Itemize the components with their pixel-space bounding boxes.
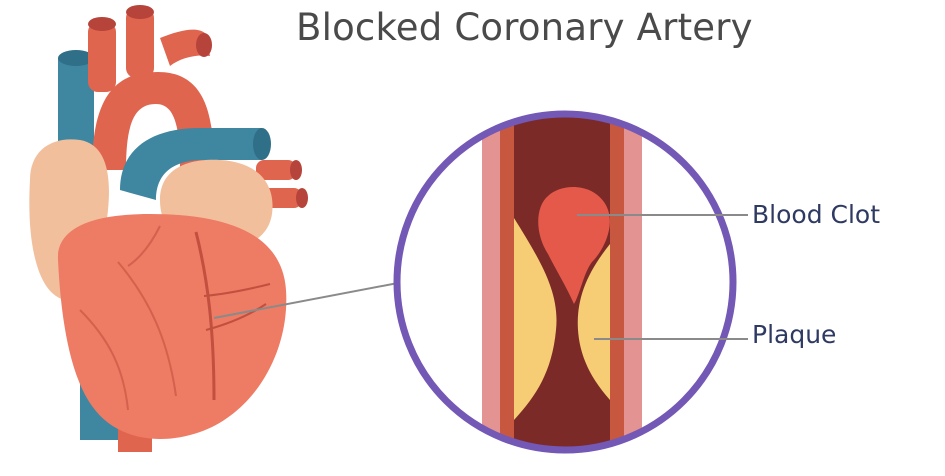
blood-clot-label: Blood Clot — [752, 200, 880, 229]
ventricles — [58, 214, 286, 439]
plaque-label: Plaque — [752, 320, 836, 349]
diagram-title: Blocked Coronary Artery — [296, 6, 753, 49]
heart-illustration-icon — [29, 5, 308, 452]
artery-cross-section-icon — [390, 100, 750, 460]
